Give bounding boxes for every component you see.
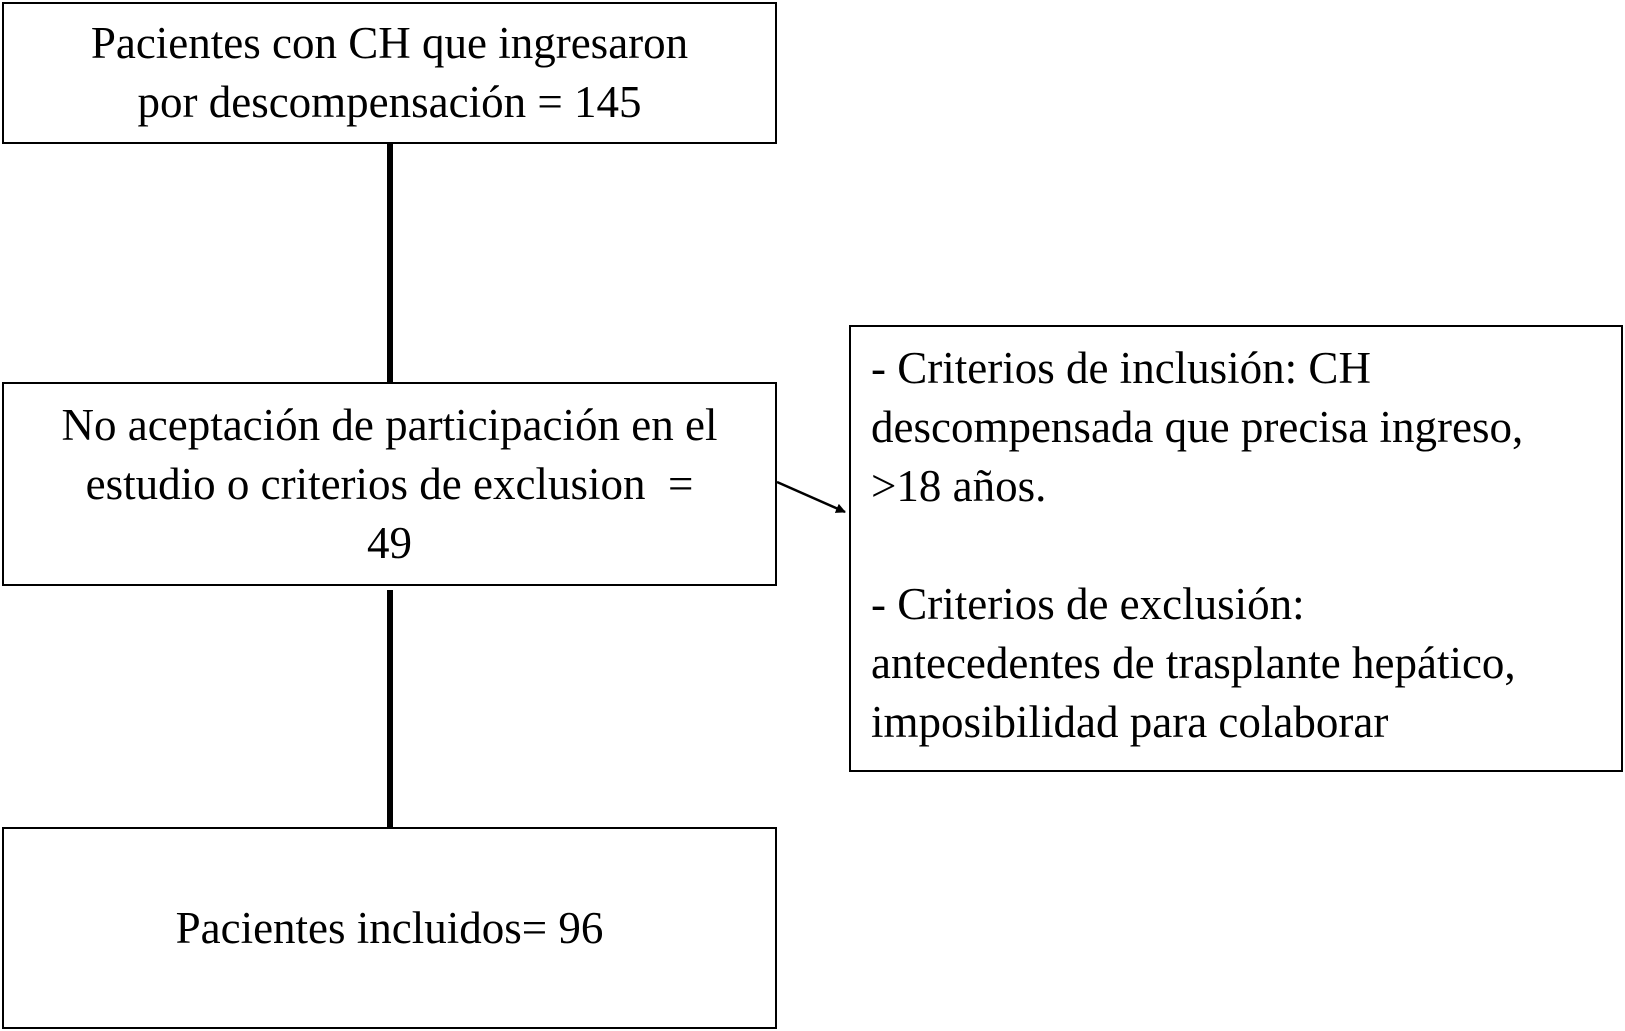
exclusion-criteria: - Criterios de exclusión: antecedentes d… (871, 575, 1621, 752)
middle-box-line-1: No aceptación de participación en el (61, 399, 718, 450)
middle-box-text: No aceptación de participación en el est… (62, 396, 718, 573)
top-box-text: Pacientes con CH que ingresaron por desc… (91, 14, 688, 132)
exclusion-line-1: - Criterios de exclusión: (871, 579, 1305, 629)
criteria-box: - Criterios de inclusión: CH descompensa… (849, 325, 1623, 772)
paragraph-gap (871, 516, 1621, 575)
inclusion-criteria: - Criterios de inclusión: CH descompensa… (871, 339, 1621, 516)
bottom-box-line-1: Pacientes incluidos= 96 (175, 902, 604, 953)
top-box-line-1: Pacientes con CH que ingresaron (90, 18, 689, 68)
bottom-box-patients-included: Pacientes incluidos= 96 (2, 827, 777, 1029)
top-box-line-2: por descompensación = 145 (137, 77, 642, 127)
exclusion-line-2: antecedentes de trasplante hepático, (871, 638, 1516, 688)
middle-box-excluded: No aceptación de participación en el est… (2, 382, 777, 586)
exclusion-line-3: imposibilidad para colaborar (871, 697, 1389, 747)
inclusion-line-1: - Criterios de inclusión: CH (871, 343, 1371, 393)
top-box-patients-admitted: Pacientes con CH que ingresaron por desc… (2, 2, 777, 144)
inclusion-line-2: descompensada que precisa ingreso, (871, 402, 1524, 452)
bottom-box-text: Pacientes incluidos= 96 (176, 899, 604, 958)
arrow-to-criteria (776, 480, 846, 514)
middle-box-line-2: estudio o criterios de exclusion = (85, 458, 694, 509)
inclusion-line-3: >18 años. (871, 461, 1047, 511)
middle-box-line-3: 49 (367, 517, 412, 568)
